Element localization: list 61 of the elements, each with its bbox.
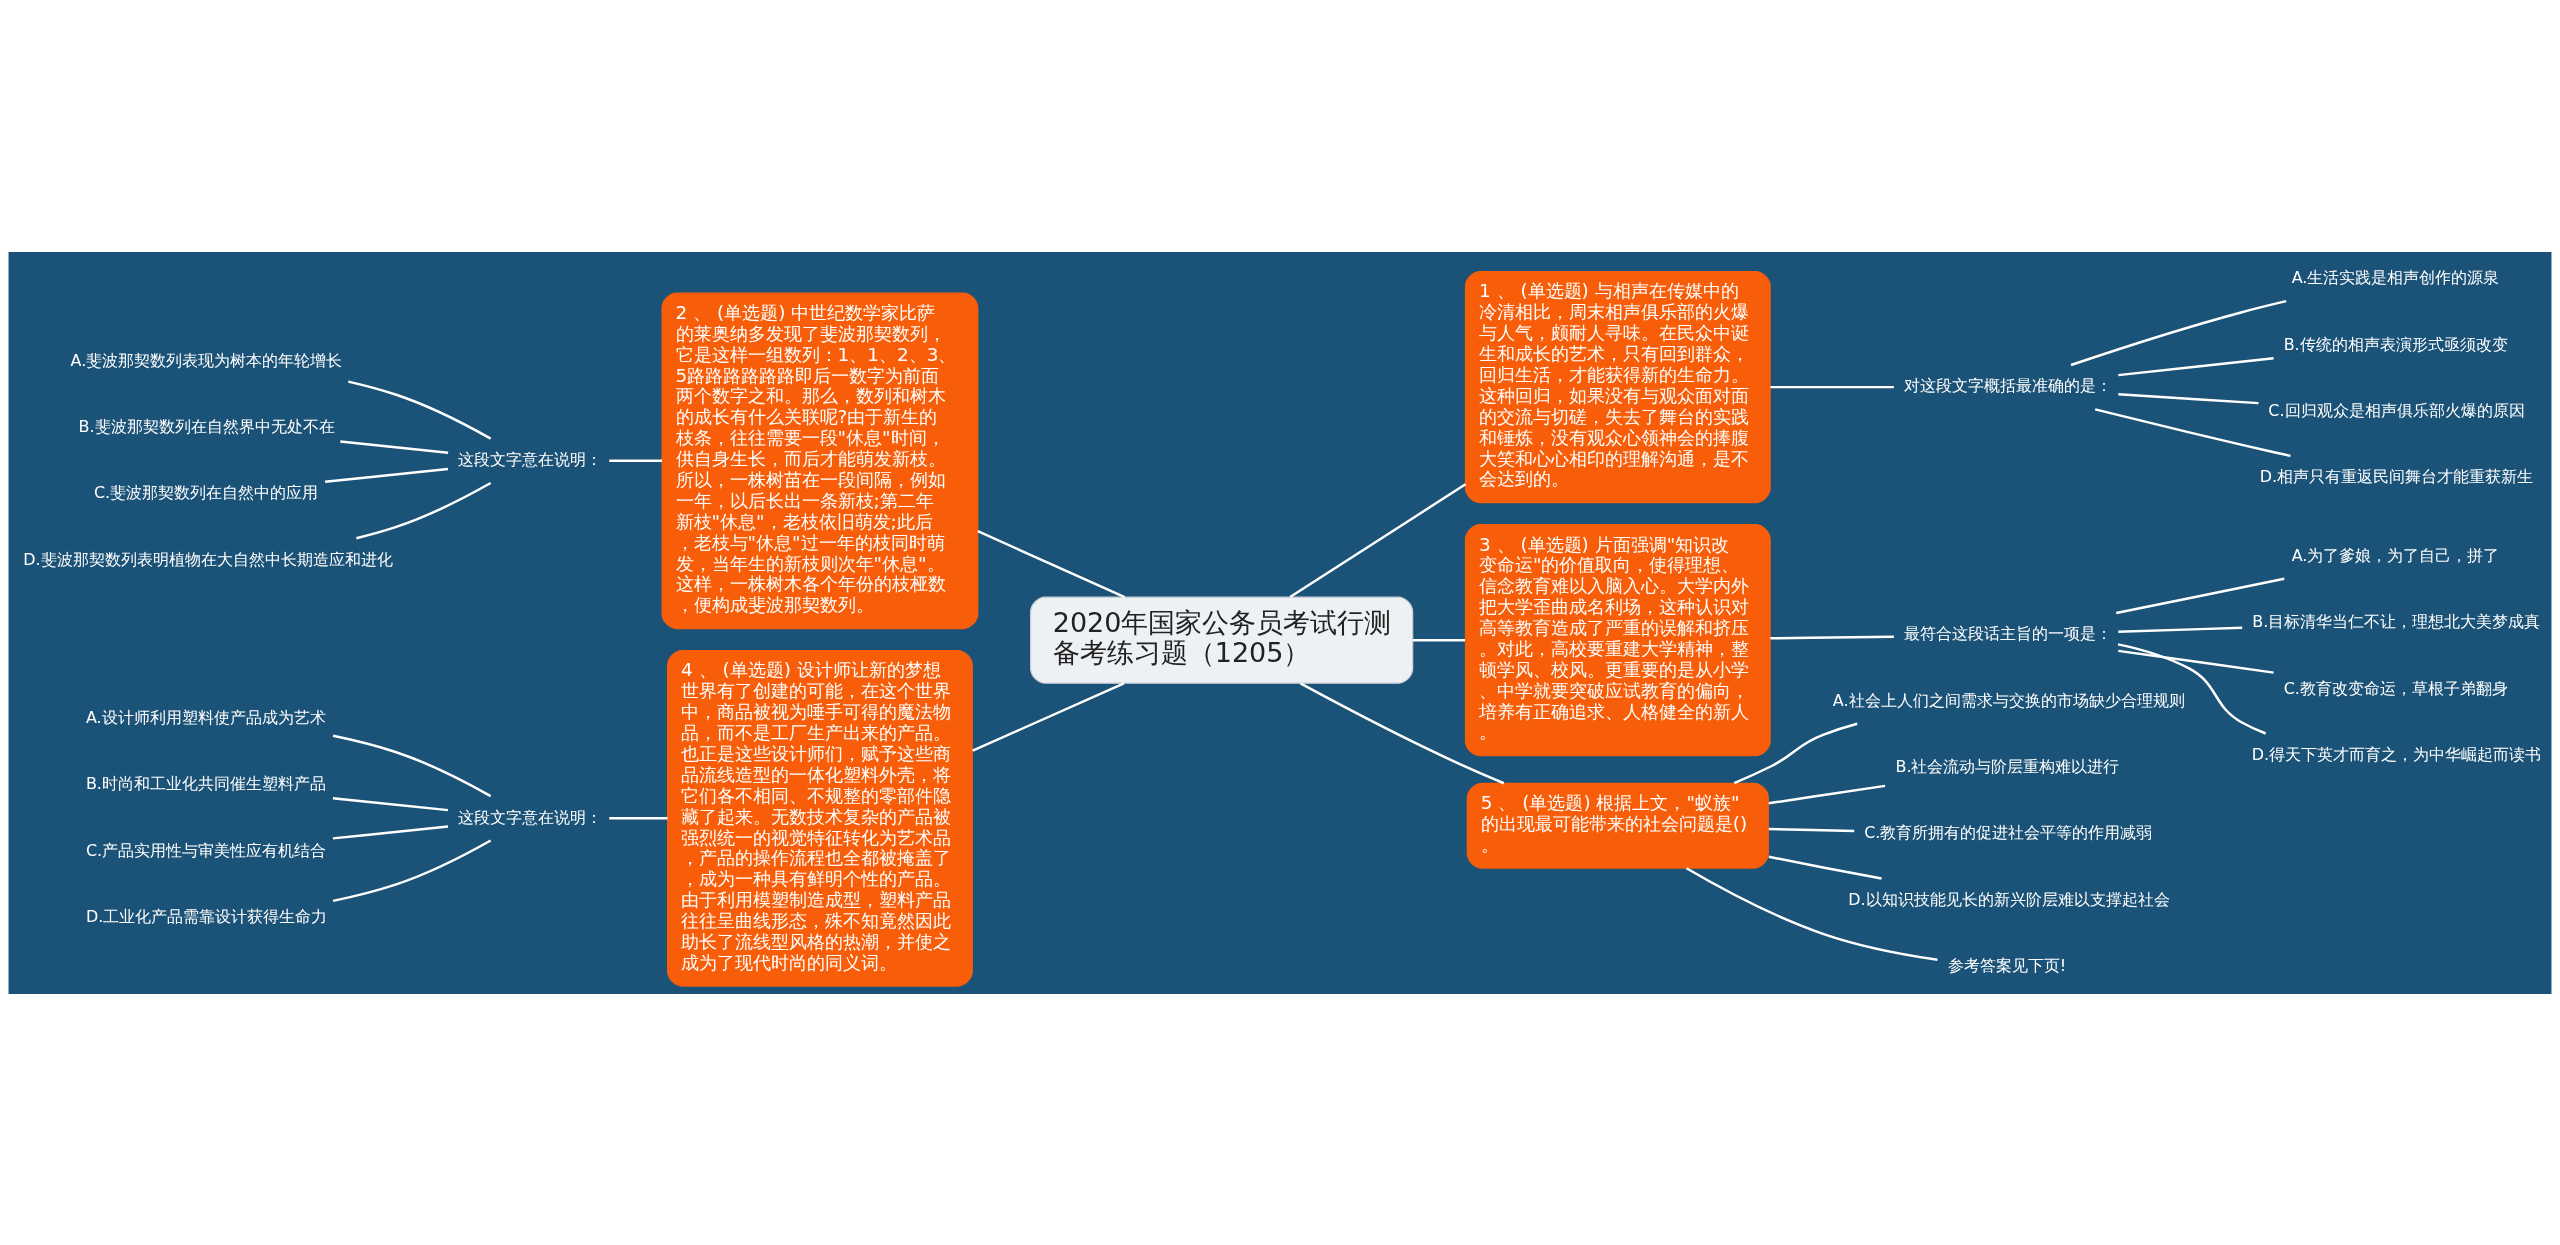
connector bbox=[977, 529, 1126, 598]
node-box: 3 、 (单选题) 片面强调"知识改变命运"的价值取向，使得理想、信念教育难以入脑入心。大学内外把大学歪曲成名利场，这种认识对高等教育造成了严重的误解和挤压。对此，高校要重建大学精神，整顿学风、校风。更重要的是从小学、中学就要突破应试教育的偏向，培养有正确追求、人格健全的新人。 bbox=[1464, 523, 1771, 756]
connector bbox=[1685, 866, 1938, 961]
connector bbox=[1768, 784, 1886, 804]
node-box: 2020年国家公务员考试行测备考练习题（1205） bbox=[1030, 596, 1414, 684]
connector bbox=[972, 681, 1125, 752]
connector bbox=[609, 459, 662, 462]
node-text: B.传统的相声表演形式亟须改变 bbox=[2283, 334, 2508, 354]
node-text: C.斐波那契数列在自然中的应用 bbox=[93, 482, 319, 502]
node-text: A.社会上人们之间需求与交换的市场缺少合理规则 bbox=[1832, 690, 2185, 710]
connector bbox=[1768, 855, 1882, 880]
connector bbox=[2118, 649, 2274, 674]
node-text: C.回归观众是相声俱乐部火爆的原因 bbox=[2268, 400, 2525, 420]
connector bbox=[1412, 638, 1465, 641]
connector bbox=[1289, 482, 1467, 598]
connector bbox=[2118, 356, 2274, 376]
node-text: 这段文字意在说明： bbox=[458, 449, 603, 469]
node-text: A.设计师利用塑料使产品成为艺术 bbox=[85, 707, 326, 727]
node-text: C.教育改变命运，草根子弟翻身 bbox=[2283, 678, 2508, 698]
connector bbox=[609, 816, 668, 820]
node-text: 这段文字意在说明： bbox=[458, 807, 603, 826]
node-text: B.斐波那契数列在自然界中无处不在 bbox=[78, 416, 335, 436]
node-text: A.生活实践是相声创作的源泉 bbox=[2291, 267, 2500, 287]
connector bbox=[348, 379, 492, 440]
node-text: 参考答案见下页! bbox=[1947, 955, 2067, 975]
connector bbox=[332, 734, 492, 797]
connector bbox=[1768, 827, 1855, 832]
node-box: 4 、 (单选题) 设计师让新的梦想世界有了创建的可能，在这个世界中，商品被视为唾手可得的魔法物品，而不是工厂生产出来的产品。也正是这些设计师们，赋予这些商品流线造型的一体化塑料外壳，将它们各不相同、不规整的零部件隐藏了起来。无数技术复杂的产品被强烈统一的视觉特征转化为艺术品，产品的操作流程也全都被掩盖了，成为一种具有鲜明个性的产品。由于利用模塑制造成型，塑料产品往往呈曲线形态，殊不知竟然因此助长了流线型风格的热潮，并使之成为了现代时尚的同义词。 bbox=[667, 649, 973, 987]
node-text: D.相声只有重返民间舞台才能重获新生 bbox=[2259, 466, 2534, 486]
node-box: 5 、 (单选题) 根据上文，"蚁族"的出现最可能带来的社会问题是()。 bbox=[1466, 782, 1769, 869]
node-text: 最符合这段话主旨的一项是： bbox=[1904, 623, 2113, 643]
node-text: D.得天下英才而育之，为中华崛起而读书 bbox=[2251, 744, 2542, 764]
connector bbox=[2118, 626, 2243, 633]
connector bbox=[2070, 299, 2287, 366]
connector bbox=[332, 796, 449, 811]
node-text: C.教育所拥有的促进社会平等的作用减弱 bbox=[1864, 822, 2153, 842]
connector bbox=[1299, 681, 1505, 784]
connector bbox=[1770, 385, 1894, 388]
connector bbox=[1770, 634, 1894, 639]
connector bbox=[2116, 577, 2285, 614]
node-text: A.斐波那契数列表现为树本的年轮增长 bbox=[70, 350, 343, 370]
node-text: D.工业化产品需靠设计获得生命力 bbox=[85, 906, 328, 926]
connector bbox=[340, 439, 449, 454]
node-text: B.时尚和工业化共同催生塑料产品 bbox=[85, 773, 326, 793]
connector bbox=[332, 838, 492, 902]
node-box: 1 、 (单选题) 与相声在传媒中的冷清相比，周末相声俱乐部的火爆与人气，颇耐人寻味。在民众中诞生和成长的艺术，只有回到群众，回归生活，才能获得新的生命力。这种回归，如果没有与观众面对面的交流与切磋，失去了舞台的实践和锤炼，没有观众心领神会的捧腹大笑和心心相印的理解沟通，是不会达到的。 bbox=[1464, 270, 1771, 503]
connector bbox=[2117, 642, 2267, 735]
node-text: B.社会流动与阶层重构难以进行 bbox=[1895, 756, 2120, 776]
node-text: 对这段文字概括最准确的是： bbox=[1904, 375, 2113, 395]
node-text: B.目标清华当仁不让，理想北大美梦成真 bbox=[2252, 611, 2541, 631]
node-text: D.斐波那契数列表明植物在大自然中长期造应和进化 bbox=[23, 549, 393, 569]
node-text: A.为了爹娘，为了自己，拼了 bbox=[2291, 545, 2500, 565]
connector bbox=[1733, 722, 1858, 784]
connector bbox=[356, 481, 492, 539]
connector bbox=[2118, 392, 2259, 404]
connector bbox=[2094, 407, 2291, 457]
connector bbox=[324, 467, 449, 483]
node-text: D.以知识技能见长的新兴阶层难以支撑起社会 bbox=[1848, 889, 2170, 909]
node-box: 2 、 (单选题) 中世纪数学家比萨的莱奥纳多发现了斐波那契数列，它是这样一组数列：1、1、2、3、5路路路路路路即后一数字为前面两个数字之和。那么，数列和树木的成长有什么关联呢?由于新生的枝条，往往需要一段"休息"时间，供自身生长，而后才能萌发新枝。所以，一株树苗在一段间隔，例如一年，以后长出一条新枝;第二年新枝"休息"，老枝依旧萌发;此后，老枝与"休息"过一年的枝同时萌发，当年生的新枝则次年"休息"。这样，一株树木各个年份的枝桠数，便构成斐波那契数列。 bbox=[661, 292, 979, 629]
node-text: C.产品实用性与审美性应有机结合 bbox=[85, 840, 327, 860]
connector bbox=[332, 824, 449, 840]
